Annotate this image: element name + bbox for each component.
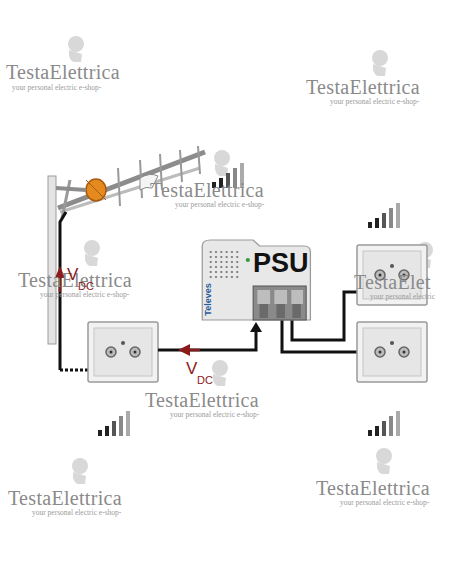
wall-outlet — [357, 322, 427, 382]
coax-cable — [60, 369, 88, 372]
brand-logo: Televes — [204, 283, 213, 315]
watermark-icon — [68, 36, 84, 62]
voltage-subscript: DC — [78, 281, 94, 292]
watermark-tagline: your personal electric e-shop- — [175, 201, 264, 209]
watermark-icon — [372, 50, 388, 76]
watermark: TestaElettrica — [8, 488, 122, 508]
arrow-head — [250, 322, 262, 332]
watermark: TestaElettrica — [306, 77, 420, 97]
watermark-tagline: your personal electric e-shop- — [12, 84, 101, 92]
watermark: TestaElettrica — [145, 390, 259, 410]
watermark: TestaElettrica — [316, 478, 430, 498]
watermark: TestaElet — [354, 272, 431, 292]
wall-outlet — [88, 322, 158, 382]
signal-icon — [98, 411, 130, 436]
mast — [48, 176, 56, 344]
coax-cable — [282, 320, 357, 352]
dc-arrow — [178, 344, 190, 356]
device-name: PSU — [253, 250, 309, 277]
voltage-subscript: DC — [197, 375, 213, 386]
signal-icon — [368, 411, 400, 436]
watermark: TestaElettrica — [6, 62, 120, 82]
watermark-icon — [72, 458, 88, 484]
watermark-icon — [212, 360, 228, 386]
coax-cable — [158, 330, 256, 350]
watermark: TestaElettrica — [150, 180, 264, 200]
watermark-icon — [376, 448, 392, 474]
watermark-tagline: your personal electric e-shop- — [170, 411, 259, 419]
psu-unit: PSU Televes — [198, 238, 313, 322]
voltage-label: V — [186, 360, 197, 377]
watermark-tagline: your personal electric e-shop- — [330, 98, 419, 106]
watermark-icon — [214, 150, 230, 176]
watermark-tagline: your personal electric e-shop- — [340, 499, 429, 507]
voltage-label: V — [67, 266, 78, 283]
watermark-icon — [84, 240, 100, 266]
watermark-tagline: your personal electric e-shop- — [40, 291, 129, 299]
watermark-tagline: your personal electric — [370, 293, 435, 301]
watermark-tagline: your personal electric e-shop- — [32, 509, 121, 517]
signal-icon — [368, 203, 400, 228]
